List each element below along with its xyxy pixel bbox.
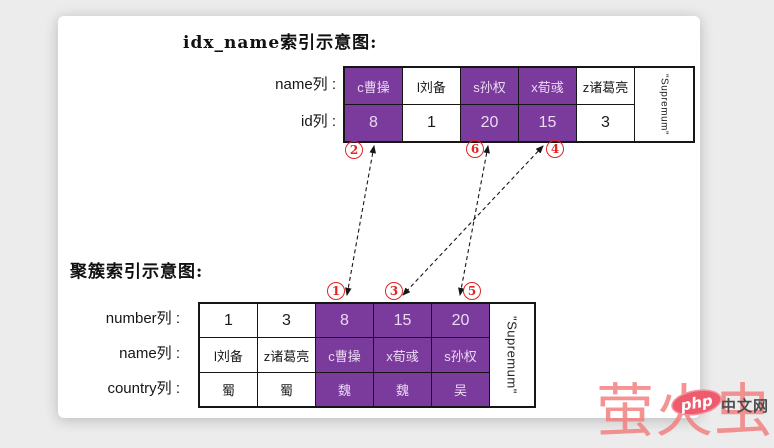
clustered-index-table: "Supremum" 1 3 8 15 20 l刘备 z诸葛亮 c曹操 x荀彧 … [198,302,536,408]
clustered-supremum-text: "Supremum" [504,316,520,394]
clustered-name-cell-4: x荀彧 [374,338,432,373]
clustered-country-row-label: country列 : [107,380,180,397]
clustered-number-cell-3: 8 [316,304,374,338]
clustered-name-row-label: name列 : [119,345,180,362]
clustered-country-cell-2: 蜀 [258,373,316,406]
clustered-number-cell-2: 3 [258,304,316,338]
clustered-name-cell-5: s孙权 [432,338,490,373]
clustered-number-cell-5: 20 [432,304,490,338]
step-marker-6: 6 [466,140,484,158]
clustered-name-cell-2: z诸葛亮 [258,338,316,373]
secondary-name-cell-3: s孙权 [461,68,519,105]
step-marker-2: 2 [345,141,363,159]
secondary-supremum-text: "Supremum" [658,73,670,135]
secondary-id-cell-5: 3 [577,105,635,141]
secondary-name-cell-2: l刘备 [403,68,461,105]
secondary-id-cell-3: 20 [461,105,519,141]
clustered-name-cell-3: c曹操 [316,338,374,373]
secondary-name-cell-5: z诸葛亮 [577,68,635,105]
clustered-number-cell-1: 1 [200,304,258,338]
step-marker-3: 3 [385,282,403,300]
secondary-supremum-cell: "Supremum" [635,68,693,141]
step-marker-4: 4 [546,140,564,158]
step-marker-1: 1 [327,282,345,300]
secondary-id-row-label: id列 : [300,113,336,130]
clustered-number-row-label: number列 : [105,310,180,327]
clustered-number-cell-4: 15 [374,304,432,338]
secondary-index-title: idx_name索引示意图: [183,33,378,53]
clustered-country-cell-5: 吴 [432,373,490,406]
clustered-index-title: 聚簇索引示意图: [70,262,204,282]
clustered-supremum-cell: "Supremum" [490,304,534,406]
secondary-name-cell-4: x荀彧 [519,68,577,105]
clustered-name-cell-1: l刘备 [200,338,258,373]
clustered-country-cell-3: 魏 [316,373,374,406]
secondary-name-cell-1: c曹操 [345,68,403,105]
site-name-text: 中文网 [721,397,770,415]
step-marker-5: 5 [463,282,481,300]
secondary-id-cell-4: 15 [519,105,577,141]
clustered-country-cell-4: 魏 [374,373,432,406]
clustered-country-cell-1: 蜀 [200,373,258,406]
secondary-id-cell-1: 8 [345,105,403,141]
secondary-index-table: "Supremum" c曹操 l刘备 s孙权 x荀彧 z诸葛亮 8 1 20 1… [343,66,695,143]
secondary-name-row-label: name列 : [275,76,336,93]
secondary-id-cell-2: 1 [403,105,461,141]
